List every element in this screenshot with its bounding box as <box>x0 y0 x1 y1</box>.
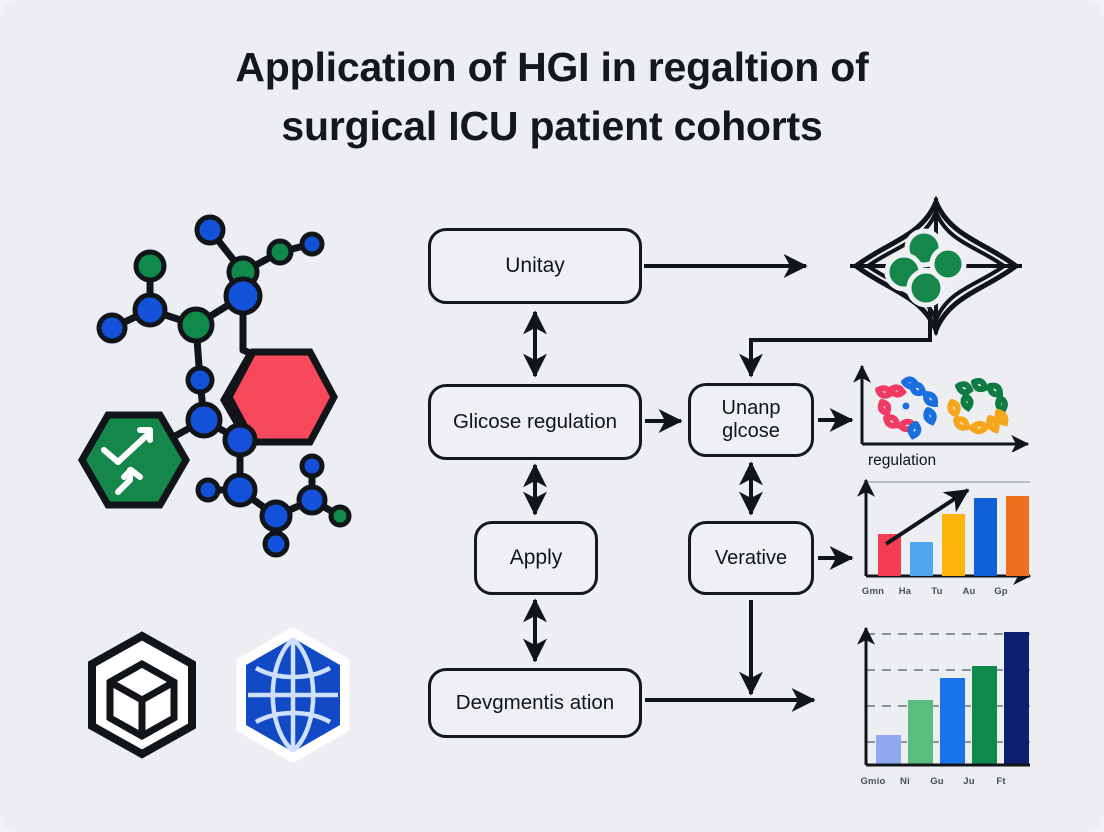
growth-tick-4: Gp <box>994 586 1008 597</box>
growth-bar-chart <box>857 478 1032 585</box>
growth-bars <box>878 496 1029 576</box>
flow-box-unitary-label: Unitay <box>505 253 565 277</box>
flow-box-unanp-glcose-label: Unanp glcose <box>721 397 781 442</box>
flow-box-unanp-glcose[interactable]: Unanp glcose <box>688 383 814 457</box>
scatter-xlabel: regulation <box>868 452 937 469</box>
cohort-bars <box>876 632 1029 765</box>
cohort-tick-2: Gu <box>930 776 944 787</box>
growth-tick-1: Ha <box>898 586 912 597</box>
flow-box-glicose-regulation-label: Glicose regulation <box>452 410 618 434</box>
flow-box-verative[interactable]: Verative <box>688 521 814 595</box>
hex-green <box>77 411 191 509</box>
flow-box-apply[interactable]: Apply <box>474 521 598 595</box>
flow-box-verative-label: Verative <box>714 546 788 569</box>
growth-tick-0: Gmn <box>861 586 885 597</box>
cell-diagram <box>850 196 1022 336</box>
title-line-1: Application of HGI in regaltion of <box>235 44 869 90</box>
flow-box-apply-label: Apply <box>509 545 563 569</box>
cohort-tick-1: Ni <box>900 776 910 787</box>
flow-box-devgmentisation[interactable]: Devgmentis ation <box>428 668 642 738</box>
cohort-tick-4: Ft <box>996 776 1006 787</box>
scatter-cluster-2 <box>947 377 1009 435</box>
arrow-cell-to-unanp <box>739 310 932 378</box>
growth-trend-arrow <box>884 488 970 546</box>
growth-tick-2: Tu <box>931 586 943 597</box>
flow-box-glicose-regulation[interactable]: Glicose regulation <box>428 384 642 460</box>
title-line-2: surgical ICU patient cohorts <box>281 103 823 150</box>
cohort-tick-0: Gmio <box>860 776 886 787</box>
hex-globe-icon <box>236 628 350 762</box>
flow-box-devgmentisation-label: Devgmentis ation <box>455 691 615 715</box>
page-title: Application of HGI in regaltion of surgi… <box>0 38 1104 157</box>
flow-box-unitary[interactable]: Unitay <box>428 228 642 304</box>
scatter-cluster-1 <box>875 376 939 440</box>
growth-tick-3: Au <box>962 586 976 597</box>
cohort-bar-chart <box>857 626 1030 767</box>
hex-cube-icon <box>88 631 196 759</box>
cohort-tick-3: Ju <box>963 776 975 787</box>
ring-scatter-chart <box>853 364 1030 452</box>
